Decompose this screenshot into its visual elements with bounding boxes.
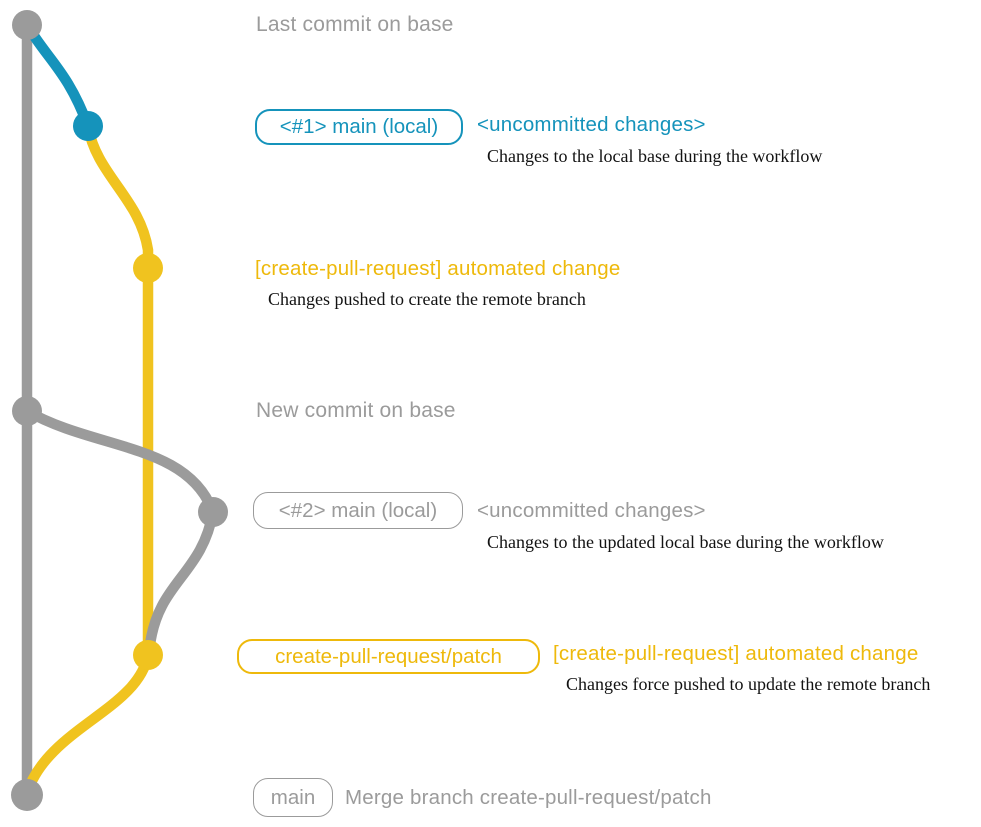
branch-badge-create-pull-request-patch: create-pull-request/patch <box>237 639 540 674</box>
caption-new-commit-on-base: New commit on base <box>256 399 456 422</box>
branch-badge-main: main <box>253 778 333 817</box>
commit-dot-base-last <box>12 10 42 40</box>
title-uncommitted-changes-1: <uncommitted changes> <box>477 113 706 136</box>
local-main-branch-line-1 <box>21 19 94 132</box>
desc-local-base-changes: Changes to the local base during the wor… <box>487 146 823 166</box>
branch-badge-main-local-2: <#2> main (local) <box>253 492 463 529</box>
title-uncommitted-changes-2: <uncommitted changes> <box>477 499 706 522</box>
patch-branch-line-1 <box>82 120 154 661</box>
desc-changes-pushed-create: Changes pushed to create the remote bran… <box>268 289 586 309</box>
commit-dot-local-main-2 <box>198 497 228 527</box>
commit-dot-local-main-1 <box>73 111 103 141</box>
local-main-branch-line-2 <box>21 405 219 518</box>
commit-dot-merge <box>11 779 43 811</box>
desc-updated-local-base-changes: Changes to the updated local base during… <box>487 532 884 552</box>
commit-dot-patch-1 <box>133 253 163 283</box>
desc-changes-force-pushed: Changes force pushed to update the remot… <box>566 674 931 694</box>
title-automated-change-1: [create-pull-request] automated change <box>255 257 621 280</box>
commit-dot-patch-2 <box>133 640 163 670</box>
branch-badge-main-local-1: <#1> main (local) <box>255 109 463 145</box>
rebased-patch-line <box>144 506 219 651</box>
merge-line <box>21 649 154 799</box>
commit-dot-base-new <box>12 396 42 426</box>
title-automated-change-2: [create-pull-request] automated change <box>553 642 919 665</box>
caption-last-commit-on-base: Last commit on base <box>256 13 454 36</box>
title-merge-branch: Merge branch create-pull-request/patch <box>345 786 712 809</box>
